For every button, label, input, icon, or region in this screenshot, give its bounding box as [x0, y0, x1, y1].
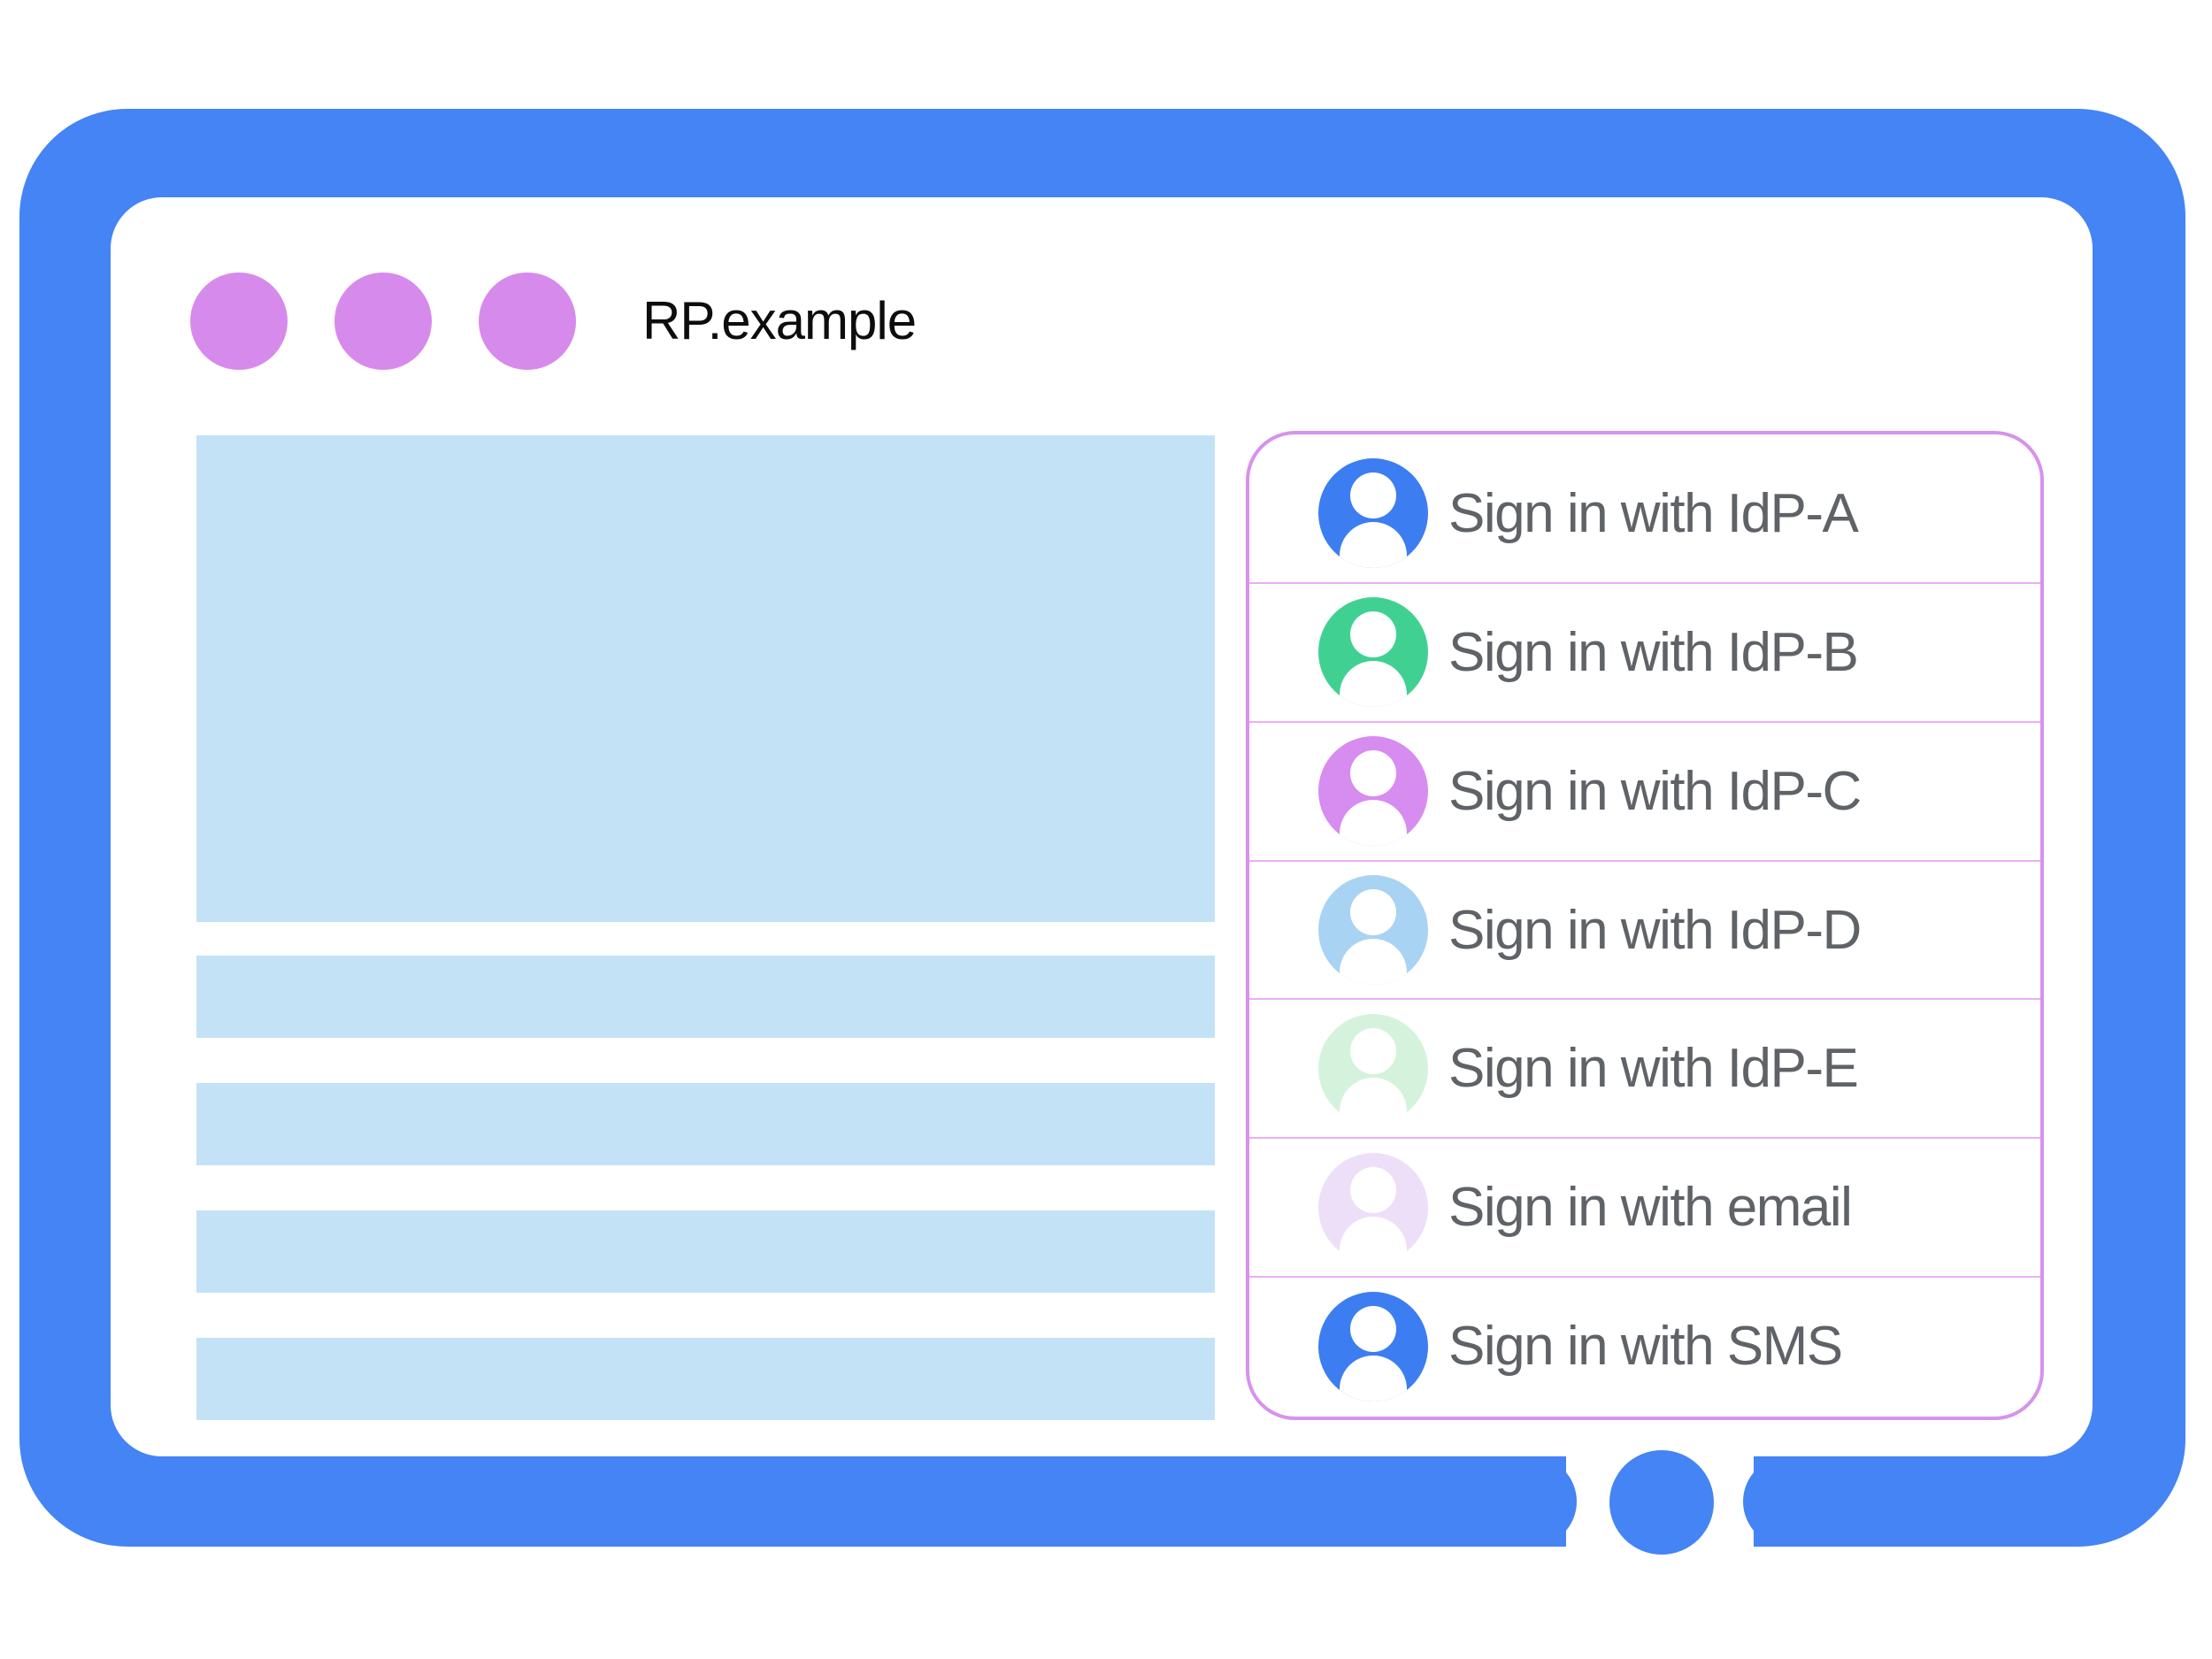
avatar-shoulders-shape — [1340, 1216, 1407, 1263]
avatar-head-shape — [1350, 1166, 1396, 1213]
avatar-shoulders-shape — [1340, 1355, 1407, 1402]
avatar-shoulders-shape — [1340, 800, 1407, 847]
frame-bottom-left-cap — [1485, 1456, 1577, 1547]
avatar-head-shape — [1350, 1027, 1396, 1074]
avatar-head-shape — [1350, 611, 1396, 658]
signin-button-email[interactable]: Sign in with email — [1249, 1137, 2040, 1276]
signin-button-sms[interactable]: Sign in with SMS — [1249, 1276, 2040, 1415]
home-button[interactable] — [1609, 1450, 1714, 1555]
avatar-head-shape — [1350, 750, 1396, 797]
avatar-shoulders-shape — [1340, 1077, 1407, 1124]
signin-button-idp-b[interactable]: Sign in with IdP-B — [1249, 581, 2040, 721]
avatar-head-shape — [1350, 889, 1396, 935]
window-control-dot-icon — [190, 273, 288, 370]
signin-button-label: Sign in with IdP-D — [1448, 899, 1862, 961]
user-avatar-icon — [1318, 458, 1428, 569]
signin-panel: Sign in with IdP-A Sign in with IdP-B Si… — [1246, 431, 2044, 1420]
window-control-dot-icon — [479, 273, 576, 370]
user-avatar-icon — [1318, 736, 1428, 847]
frame-bottom-right-cap — [1743, 1456, 1835, 1547]
signin-button-idp-e[interactable]: Sign in with IdP-E — [1249, 998, 2040, 1137]
avatar-shoulders-shape — [1340, 661, 1407, 708]
user-avatar-icon — [1318, 1152, 1428, 1263]
signin-button-label: Sign in with SMS — [1448, 1316, 1843, 1378]
signin-button-label: Sign in with IdP-B — [1448, 621, 1859, 683]
content-line-placeholder — [196, 1210, 1215, 1293]
avatar-shoulders-shape — [1340, 522, 1407, 569]
user-avatar-icon — [1318, 1291, 1428, 1402]
content-line-placeholder — [196, 1083, 1215, 1165]
user-avatar-icon — [1318, 597, 1428, 708]
user-avatar-icon — [1318, 1013, 1428, 1124]
signin-button-label: Sign in with IdP-A — [1448, 482, 1859, 544]
user-avatar-icon — [1318, 875, 1428, 985]
signin-button-label: Sign in with IdP-E — [1448, 1038, 1859, 1100]
avatar-head-shape — [1350, 1305, 1396, 1352]
avatar-head-shape — [1350, 472, 1396, 519]
window-control-dot-icon — [334, 273, 432, 370]
content-hero-placeholder — [196, 435, 1215, 922]
content-line-placeholder — [196, 1338, 1215, 1420]
avatar-shoulders-shape — [1340, 939, 1407, 985]
signin-button-idp-c[interactable]: Sign in with IdP-C — [1249, 720, 2040, 860]
signin-button-label: Sign in with email — [1448, 1177, 1853, 1239]
content-line-placeholder — [196, 956, 1215, 1038]
signin-button-label: Sign in with IdP-C — [1448, 760, 1862, 822]
page-title: RP.example — [642, 291, 917, 350]
signin-button-idp-d[interactable]: Sign in with IdP-D — [1249, 859, 2040, 999]
signin-button-idp-a[interactable]: Sign in with IdP-A — [1249, 445, 2040, 582]
